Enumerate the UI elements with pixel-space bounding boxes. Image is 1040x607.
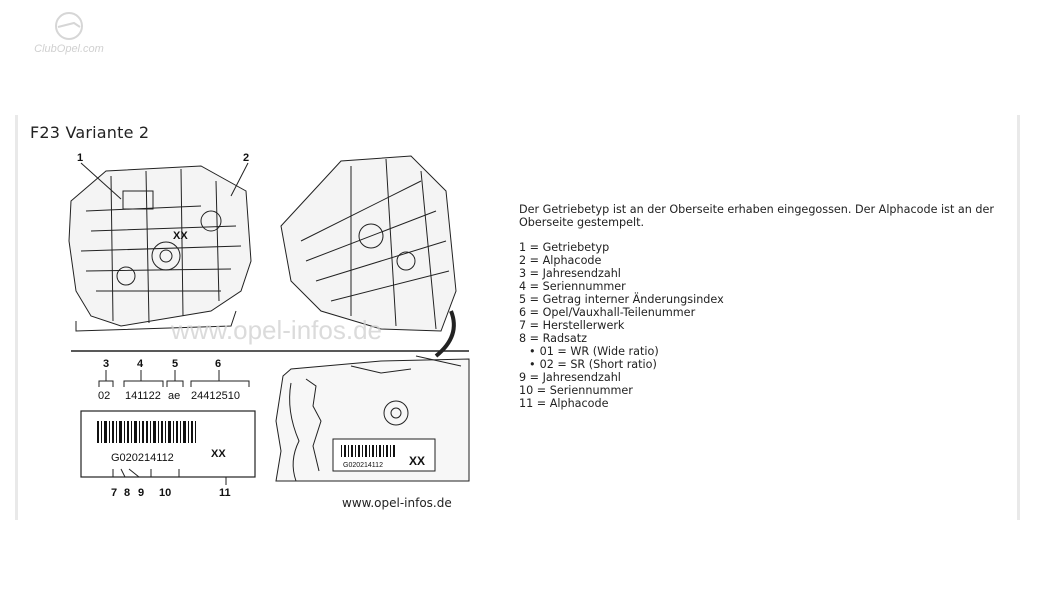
legend-item: 9 = Jahresendzahl <box>519 371 621 384</box>
watermark-text: www.opel-infos.de <box>170 315 382 345</box>
content-panel: F23 Variante 2 1 2 XX www.opel-infos.de <box>15 115 1020 520</box>
field-num-5: 5 <box>172 358 178 370</box>
field-value-5: ae <box>168 390 180 402</box>
num-8: 8 <box>124 487 130 499</box>
alphacode-xx: XX <box>211 448 226 460</box>
field-num-6: 6 <box>215 358 221 370</box>
legend-item: 10 = Seriennummer <box>519 384 633 397</box>
opel-bolt-icon <box>57 21 81 28</box>
legend-subitem: 02 = SR (Short ratio) <box>519 358 1014 371</box>
code-label-xx: XX <box>173 230 188 242</box>
callout-1: 1 <box>77 152 83 164</box>
legend-item: 4 = Seriennummer <box>519 280 626 293</box>
field-num-4: 4 <box>137 358 144 370</box>
legend-item: 5 = Getrag interner Änderungsindex <box>519 293 724 306</box>
small-barcode <box>341 445 395 457</box>
logo-text: ClubOpel.com <box>34 43 104 55</box>
field-value-3: 02 <box>98 390 110 402</box>
barcode-text: G020214112 <box>111 452 174 464</box>
legend-item: 6 = Opel/Vauxhall-Teilenummer <box>519 306 696 319</box>
field-value-4: 141122 <box>125 390 161 402</box>
legend-item: 8 = Radsatz <box>519 332 588 345</box>
barcode <box>97 421 196 443</box>
gearbox-drawing-left <box>68 162 252 332</box>
small-alphacode: XX <box>409 454 425 468</box>
legend-item: 2 = Alphacode <box>519 254 602 267</box>
field-num-3: 3 <box>103 358 109 370</box>
site-logo[interactable]: ClubOpel.com <box>14 8 124 56</box>
legend-item: 11 = Alphacode <box>519 397 609 410</box>
image-credit: www.opel-infos.de <box>342 496 452 510</box>
legend-item: 3 = Jahresendzahl <box>519 267 621 280</box>
bottom-brackets <box>112 468 251 485</box>
intro-text: Der Getriebetyp ist an der Oberseite erh… <box>519 203 994 229</box>
num-9: 9 <box>138 487 144 499</box>
field-value-6: 24412510 <box>191 390 240 402</box>
small-barcode-text: G020214112 <box>343 462 383 469</box>
page-title: F23 Variante 2 <box>30 123 150 142</box>
num-11: 11 <box>219 487 231 499</box>
field-brackets <box>98 370 250 387</box>
label-plate <box>80 410 256 478</box>
gearbox-drawing-right <box>280 155 457 358</box>
legend-item: 7 = Herstellerwerk <box>519 319 625 332</box>
num-7: 7 <box>111 487 117 499</box>
legend-item: 1 = Getriebetyp <box>519 241 610 254</box>
callout-2: 2 <box>243 152 249 164</box>
description: Der Getriebetyp ist an der Oberseite erh… <box>519 203 1014 410</box>
legend-subitem: 01 = WR (Wide ratio) <box>519 345 1014 358</box>
gearbox-diagram: 1 2 XX www.opel-infos.de 3 4 5 6 02 14 <box>68 152 470 510</box>
num-10: 10 <box>159 487 171 499</box>
